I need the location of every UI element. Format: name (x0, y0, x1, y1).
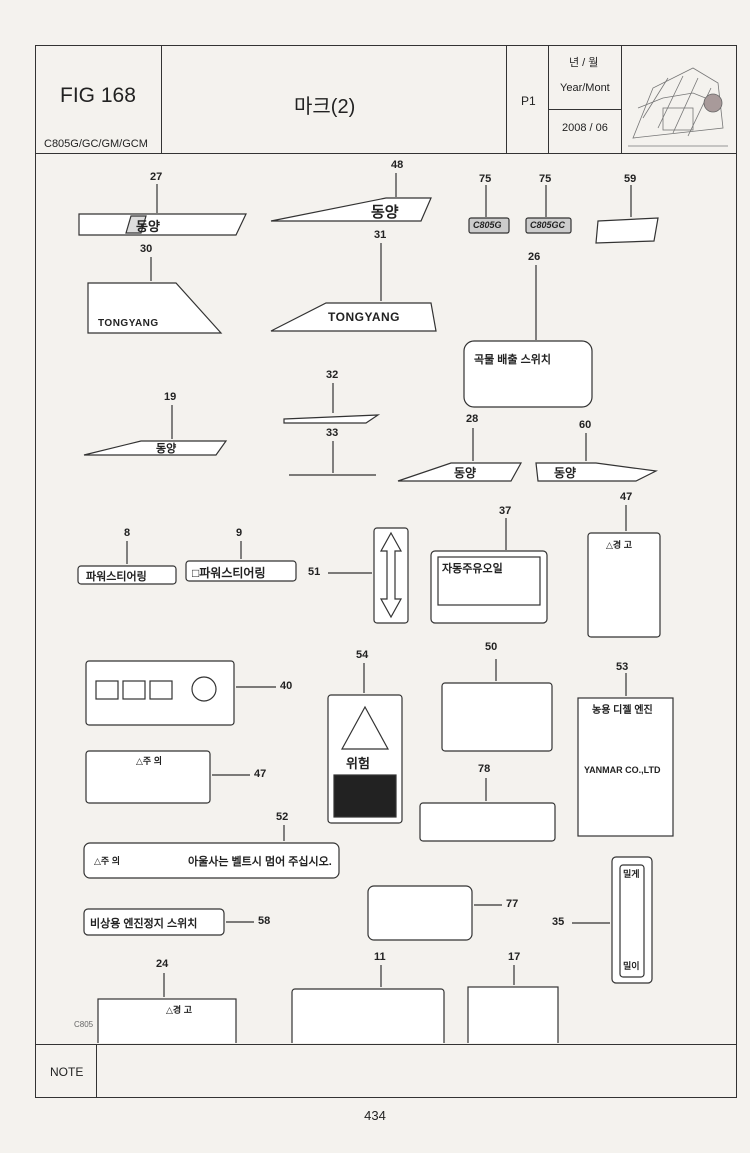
decal-35-pull: 밀이 (623, 961, 640, 971)
callout-75-b: 75 (539, 173, 552, 185)
callout-26: 26 (528, 251, 541, 263)
callout-51: 51 (308, 566, 321, 578)
callout-24: 24 (156, 958, 169, 970)
callout-59: 59 (624, 173, 637, 185)
decal-47-top-caution: △경 고 (606, 540, 632, 550)
drawing-frame: FIG 168 C805G/GC/GM/GCM 마크(2) P1 년 / 월 Y… (35, 45, 737, 1098)
decal-27-brand: 동양 (136, 219, 160, 234)
revision-date: 2008 / 06 (562, 122, 608, 134)
decal-8-power-steering: 파워스티어링 (86, 571, 147, 583)
callout-8: 8 (124, 527, 131, 539)
decal-26-grain-switch: 곡물 배출 스위치 (474, 354, 551, 366)
decal-53-engine-title: 농용 디젤 엔진 (592, 705, 653, 716)
callout-47-mid: 47 (254, 768, 267, 780)
callout-78: 78 (478, 763, 491, 775)
page-code: P1 (521, 94, 536, 108)
decal-53-maker: YANMAR CO.,LTD (584, 765, 661, 775)
callout-27: 27 (150, 171, 163, 183)
callout-52: 52 (276, 811, 289, 823)
callout-30: 30 (140, 243, 153, 255)
model-codes: C805G/GC/GM/GCM (44, 138, 148, 150)
callout-19: 19 (164, 391, 177, 403)
callout-32: 32 (326, 369, 339, 381)
decal-52-strip-text: 아울사는 벨트시 멈어 주십시오. (188, 856, 332, 868)
decal-37-auto-lube: 자동주유오일 (442, 563, 503, 575)
decal-54-danger: 위험 (346, 756, 370, 771)
decal-75-model-a: C805G (473, 220, 502, 230)
decal-9-power-steering: □파워스티어링 (192, 566, 266, 580)
callout-17: 17 (508, 951, 521, 963)
year-month-en: Year/Mont (560, 82, 610, 94)
diagram-canvas (77, 173, 674, 1070)
note-row: NOTE (36, 1044, 736, 1097)
combine-harvester-thumbnail (628, 67, 728, 147)
callout-54: 54 (356, 649, 369, 661)
year-month-kr: 년 / 월 (569, 57, 599, 69)
parts-diagram: 27 48 75 75 59 30 31 26 19 32 33 28 60 8… (36, 153, 736, 1070)
callout-48: 48 (391, 159, 404, 171)
callout-40: 40 (280, 680, 293, 692)
decal-19-brand: 동양 (156, 443, 177, 455)
page-title: 마크(2) (294, 96, 356, 118)
figure-number: FIG 168 (60, 84, 136, 107)
decal-30-tongyang: TONGYANG (98, 318, 159, 329)
title-block: FIG 168 C805G/GC/GM/GCM 마크(2) P1 년 / 월 Y… (36, 46, 736, 154)
decal-47-mid-notice: △주 의 (136, 756, 162, 766)
decal-60-brand: 동양 (554, 466, 577, 480)
callout-58: 58 (258, 915, 271, 927)
decal-48-brand: 동양 (371, 204, 399, 221)
decal-28-brand: 동양 (454, 466, 477, 480)
callout-60: 60 (579, 419, 592, 431)
decal-31-tongyang: TONGYANG (328, 310, 401, 324)
callout-35: 35 (552, 916, 565, 928)
callout-31: 31 (374, 229, 387, 241)
decal-35-push: 밀게 (623, 869, 640, 879)
callout-28: 28 (466, 413, 479, 425)
decal-52-notice: △주 의 (94, 856, 120, 866)
drawing-code: C805 (74, 1020, 94, 1029)
callout-75-a: 75 (479, 173, 492, 185)
decal-24-caution: △경 고 (166, 1005, 192, 1015)
decal-58-emergency-switch: 비상용 엔진정지 스위치 (90, 918, 198, 930)
callout-77: 77 (506, 898, 519, 910)
callout-47-top: 47 (620, 491, 633, 503)
page-number: 434 (364, 1108, 386, 1123)
callout-37: 37 (499, 505, 512, 517)
callout-53: 53 (616, 661, 629, 673)
note-label: NOTE (50, 1065, 84, 1079)
callout-33: 33 (326, 427, 339, 439)
callout-11: 11 (374, 951, 386, 963)
callout-50: 50 (485, 641, 498, 653)
callout-9: 9 (236, 527, 243, 539)
decal-75-model-b: C805GC (530, 220, 566, 230)
